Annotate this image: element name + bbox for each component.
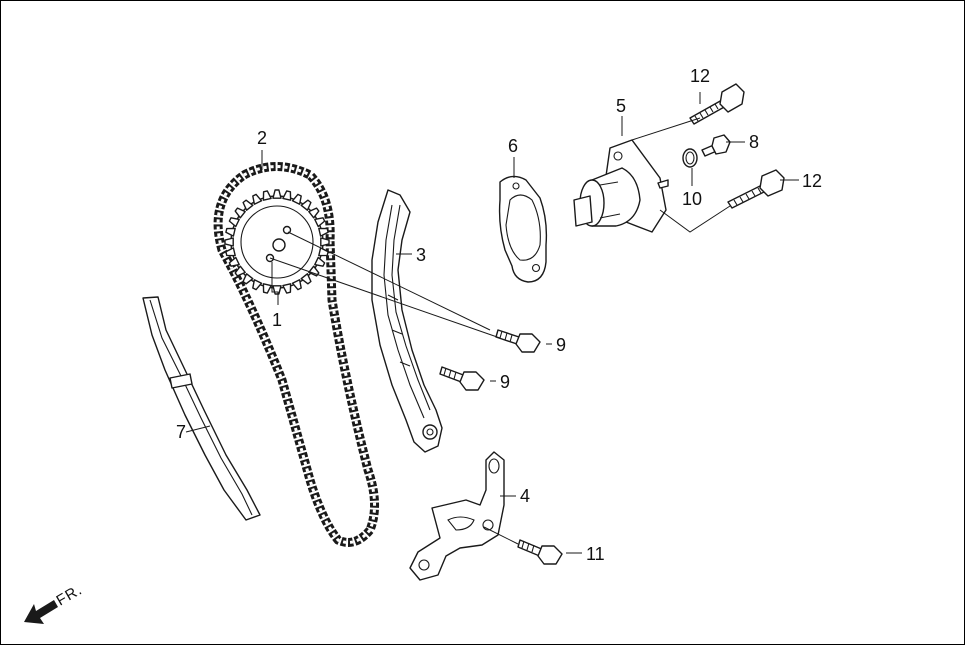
front-label: FR. [54,581,86,609]
sealing-bolt [701,134,731,157]
front-arrow-icon [24,600,58,624]
sprocket-tooth [314,256,326,267]
callout-12-upper: 12 [690,66,710,86]
cam-chain-tensioner-slipper [371,189,443,453]
leader-lines [185,92,799,554]
callout-6: 6 [508,136,518,156]
callout-2: 2 [257,128,267,148]
sprocket-tooth [282,190,292,201]
cam-chain [213,162,379,547]
sprocket-tooth [314,217,326,228]
sprocket-tooth [300,273,312,285]
callout-7: 7 [176,422,186,442]
sprocket-center-hole [272,238,286,252]
sprocket-tooth [228,256,240,267]
cam-chain-guide [142,296,261,521]
sprocket-tooth [225,247,236,257]
bracket-bolt [517,539,563,565]
sprocket-tooth [272,189,282,199]
chain-pins [216,165,376,544]
sprocket-bolt-upper [495,329,541,353]
sprocket-tooth [282,283,292,294]
callout-5: 5 [616,96,626,116]
tensioner-bolt-lower [727,169,785,209]
sprocket-tooth [252,193,263,205]
sprocket-tooth [224,237,234,247]
front-direction-indicator: FR. [24,581,86,624]
o-ring [682,148,698,168]
sprocket-tooth [308,207,320,219]
callout-1: 1 [272,310,282,330]
sprocket-tooth [291,193,302,205]
sprocket-tooth [262,190,272,201]
callout-8: 8 [749,132,759,152]
sprocket-tooth [308,265,320,277]
tensioner-bolt-upper [689,83,745,125]
callout-numbers: 1 2 3 4 5 6 7 8 9 9 10 11 12 12 [176,66,822,564]
tensioner-gasket [498,175,548,283]
sprocket-tooth [320,237,330,247]
slipper-bracket [409,451,505,581]
sprocket-tooth [252,279,263,291]
sprocket-bolt-lower [439,366,485,391]
callout-11: 11 [586,544,605,564]
callout-9-lower: 9 [500,372,510,392]
callout-9-upper: 9 [556,335,566,355]
sprocket-tooth [300,199,312,211]
sprocket-tooth [234,265,246,277]
sprocket-tooth [242,273,254,285]
sprocket-tooth [234,207,246,219]
sprocket-tooth [272,285,282,295]
sprocket-tooth [318,227,329,237]
callout-10: 10 [682,189,702,209]
sprocket-tooth [225,227,236,237]
sprocket-tooth [262,283,272,294]
callout-12-lower: 12 [802,171,822,191]
callout-4: 4 [520,486,530,506]
sprocket-tooth [242,199,254,211]
sprocket-tooth [228,217,240,228]
callout-3: 3 [416,245,426,265]
sprocket-tooth [291,279,302,291]
cam-chain-tensioner-lifter [573,139,669,233]
